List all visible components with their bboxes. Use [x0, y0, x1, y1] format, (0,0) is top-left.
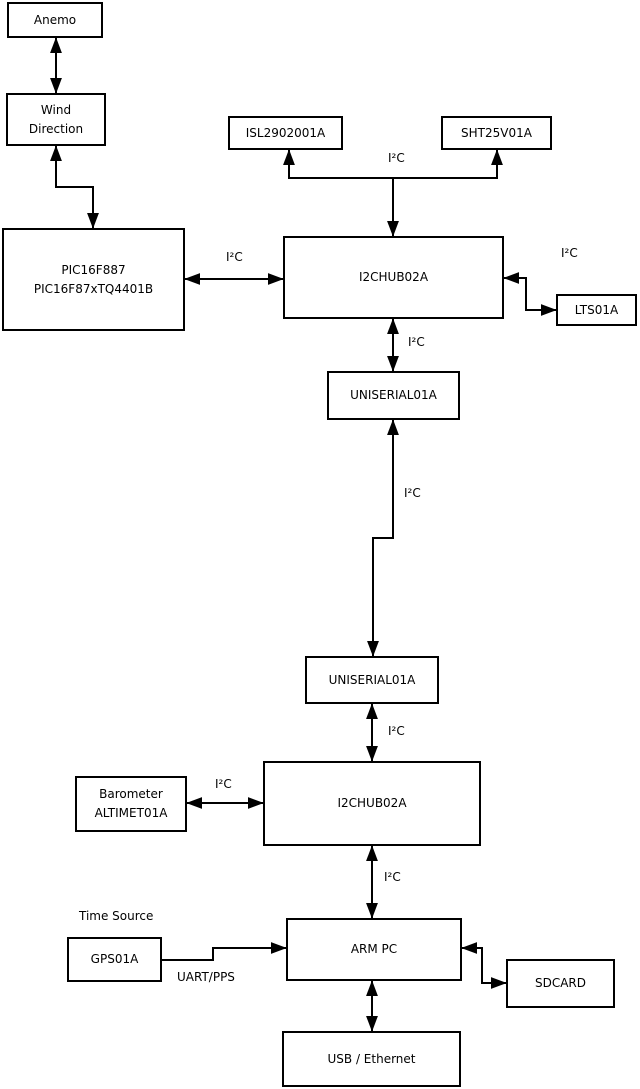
edge-label-i2c-hub1-uniserial1: I²C [408, 335, 425, 349]
wind-direction-label-line1: Wind [40, 102, 72, 117]
edge-label-i2c-barometer-hub2: I²C [215, 777, 232, 791]
node-gps01a: GPS01A [67, 937, 162, 982]
sht-label: SHT25V01A [461, 125, 532, 140]
edge-branch-sht [393, 149, 503, 179]
edge-label-i2c-hub2-armpc: I²C [384, 870, 401, 884]
edge-label-uart-pps: UART/PPS [177, 970, 235, 984]
node-isl2902001a: ISL2902001A [228, 116, 343, 150]
gps-label: GPS01A [90, 952, 139, 966]
barometer-label-line1: Barometer [99, 787, 163, 801]
edge-label-i2c-hub1-sensors: I²C [388, 151, 405, 165]
node-barometer-altimet01a: Barometer ALTIMET01A [75, 776, 187, 832]
hub1-label: I2CHUB02A [358, 270, 429, 284]
sdcard-label: SDCARD [534, 976, 587, 990]
edge-label-i2c-uniserial2-hub2: I²C [388, 724, 405, 738]
node-anemo: Anemo [7, 2, 103, 38]
wind-direction-label-line2: Direction [28, 121, 84, 136]
usb-ethernet-label: USB / Ethernet [327, 1051, 416, 1066]
hub2-label: I2CHUB02A [337, 796, 407, 810]
node-sht25v01a: SHT25V01A [441, 116, 552, 150]
edge-uniserial1-uniserial2 [367, 419, 399, 657]
edge-wind-pic [50, 145, 99, 229]
isl-label: ISL2902001A [245, 125, 326, 140]
edge-label-time-source: Time Source [79, 909, 154, 923]
arm-pc-label: ARM PC [350, 942, 398, 956]
node-uniserial01a-upper: UNISERIAL01A [327, 371, 460, 420]
node-i2chub02a-lower: I2CHUB02A [263, 761, 481, 846]
node-pic-microcontroller: PIC16F887 PIC16F87xTQ4401B [2, 228, 185, 331]
pic-label-line2: PIC16F87xTQ4401B [33, 281, 154, 296]
pic-label-line1: PIC16F887 [61, 262, 126, 277]
node-arm-pc: ARM PC [286, 918, 462, 981]
edge-label-i2c-hub1-lts: I²C [561, 246, 578, 260]
edge-label-i2c-uniserial-link: I²C [404, 486, 421, 500]
node-usb-ethernet: USB / Ethernet [282, 1031, 461, 1087]
edge-hub1-lts [503, 272, 557, 316]
uniserial1-label: UNISERIAL01A [350, 388, 437, 402]
anemo-label: Anemo [33, 12, 77, 27]
edge-armpc-sdcard [461, 942, 507, 989]
edge-label-i2c-pic-hub1: I²C [226, 250, 243, 264]
node-wind-direction: Wind Direction [6, 93, 106, 146]
edge-gps-armpc [162, 942, 287, 961]
node-lts01a: LTS01A [556, 294, 637, 326]
uniserial2-label: UNISERIAL01A [328, 672, 416, 687]
node-uniserial01a-lower: UNISERIAL01A [305, 656, 439, 704]
edge-branch-isl [283, 149, 393, 179]
lts-label: LTS01A [574, 302, 619, 317]
node-sdcard: SDCARD [506, 959, 615, 1008]
barometer-label-line2: ALTIMET01A [94, 806, 168, 820]
node-i2chub02a-upper: I2CHUB02A [283, 236, 504, 319]
